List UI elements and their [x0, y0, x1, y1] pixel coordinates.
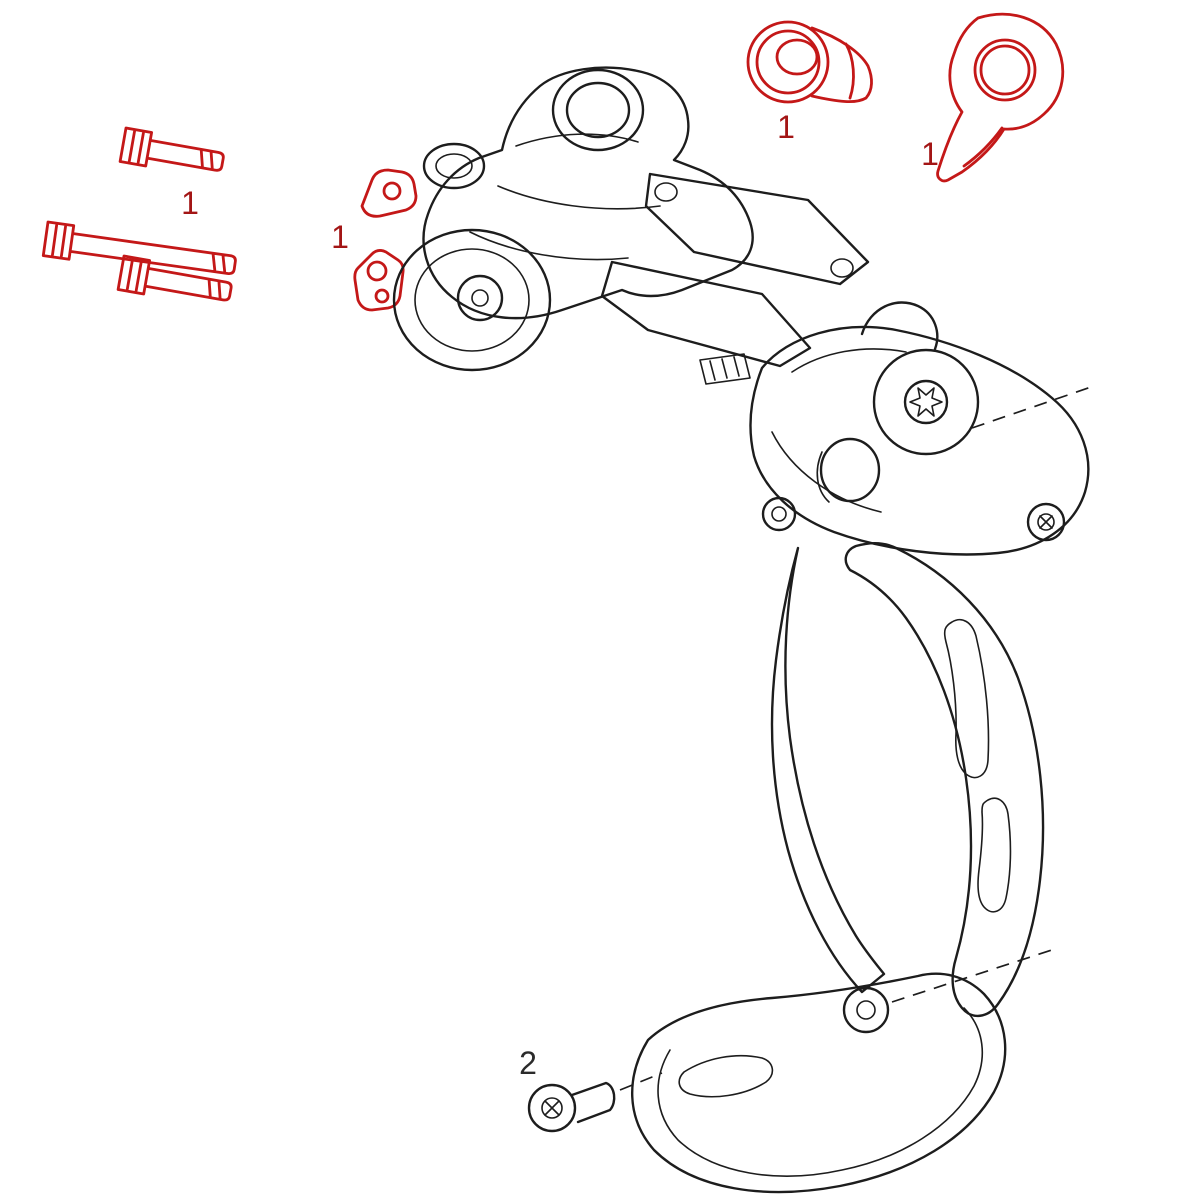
callout-label-mounting-bolts: 1 — [181, 185, 199, 221]
housing-screw — [761, 496, 797, 532]
inner-cage-plate — [770, 546, 886, 994]
mount-hole-outline — [551, 68, 645, 152]
cage-lock-cover-icon — [936, 12, 1065, 183]
lower-cage-inner-line — [657, 1007, 984, 1177]
lower-pulley-bolt-hole — [842, 986, 890, 1034]
callout-label-cage-bolt: 2 — [519, 1045, 537, 1081]
leader-line-lower — [891, 947, 1059, 1003]
clutch-drum-edge — [816, 451, 830, 503]
link-pivot — [830, 258, 854, 278]
derailleur-drawing — [392, 66, 1095, 1194]
upper-pulley-mid — [414, 248, 530, 352]
knuckle-contours — [771, 348, 907, 513]
upper-pulley-outline — [392, 228, 552, 372]
housing-screw-center — [1037, 513, 1055, 531]
cage-bolt-head — [527, 1083, 577, 1133]
cage-bolt-shaft — [570, 1081, 616, 1124]
housing-screw — [1026, 502, 1066, 542]
mounting-bolt-icon — [118, 126, 225, 172]
callout-labels: 1 1 1 1 2 — [181, 109, 939, 1081]
limit-plate-icon — [360, 168, 418, 218]
lower-knuckle-outline — [749, 325, 1090, 556]
mounting-bolts-group — [41, 126, 237, 302]
upper-body-outline — [422, 66, 754, 320]
mounting-bolt-icon — [116, 254, 233, 302]
leader-line-upper — [971, 385, 1095, 429]
screw-cross-detail — [1039, 515, 1053, 529]
upper-body-contours — [469, 133, 661, 261]
mounting-bolt-icon — [41, 220, 237, 276]
torx-icon — [909, 387, 943, 417]
outer-cage-plate — [844, 542, 1045, 1017]
pivot-bolt-inner — [903, 379, 949, 425]
lower-cage-slot — [678, 1054, 774, 1098]
cage-bolt-socket — [541, 1097, 563, 1119]
limit-plate-group — [353, 168, 418, 312]
outer-cage-slot — [943, 618, 990, 779]
housing-screw-center — [771, 506, 787, 522]
inner-link — [600, 260, 812, 368]
limit-boss-inner — [435, 153, 473, 179]
upper-pulley-center — [471, 289, 489, 307]
hex-nut-icon — [353, 249, 405, 312]
callout-label-limit-plate: 1 — [331, 219, 349, 255]
link-pivot — [654, 182, 678, 202]
limit-boss-outline — [422, 142, 486, 190]
cage-bolt-cross — [544, 1100, 560, 1116]
knuckle-top-bump — [860, 301, 939, 351]
callout-label-cage-lock: 1 — [921, 136, 939, 172]
lower-cage-outline — [631, 972, 1007, 1194]
clutch-drum — [819, 437, 881, 503]
latch-hatch-detail — [699, 353, 751, 385]
leader-line-bolt — [619, 1072, 663, 1091]
pivot-bolt-outline — [872, 348, 980, 456]
outer-cage-slot — [977, 797, 1012, 913]
outer-cage-bolt-icon — [527, 1072, 663, 1133]
upper-pulley-hub — [456, 274, 504, 322]
mount-hole-inner — [565, 81, 631, 139]
callout-label-barrel: 1 — [777, 109, 795, 145]
lower-pulley-bolt-center — [856, 1000, 876, 1020]
outer-link — [644, 172, 870, 286]
b-adjust-barrel-icon — [746, 20, 873, 104]
